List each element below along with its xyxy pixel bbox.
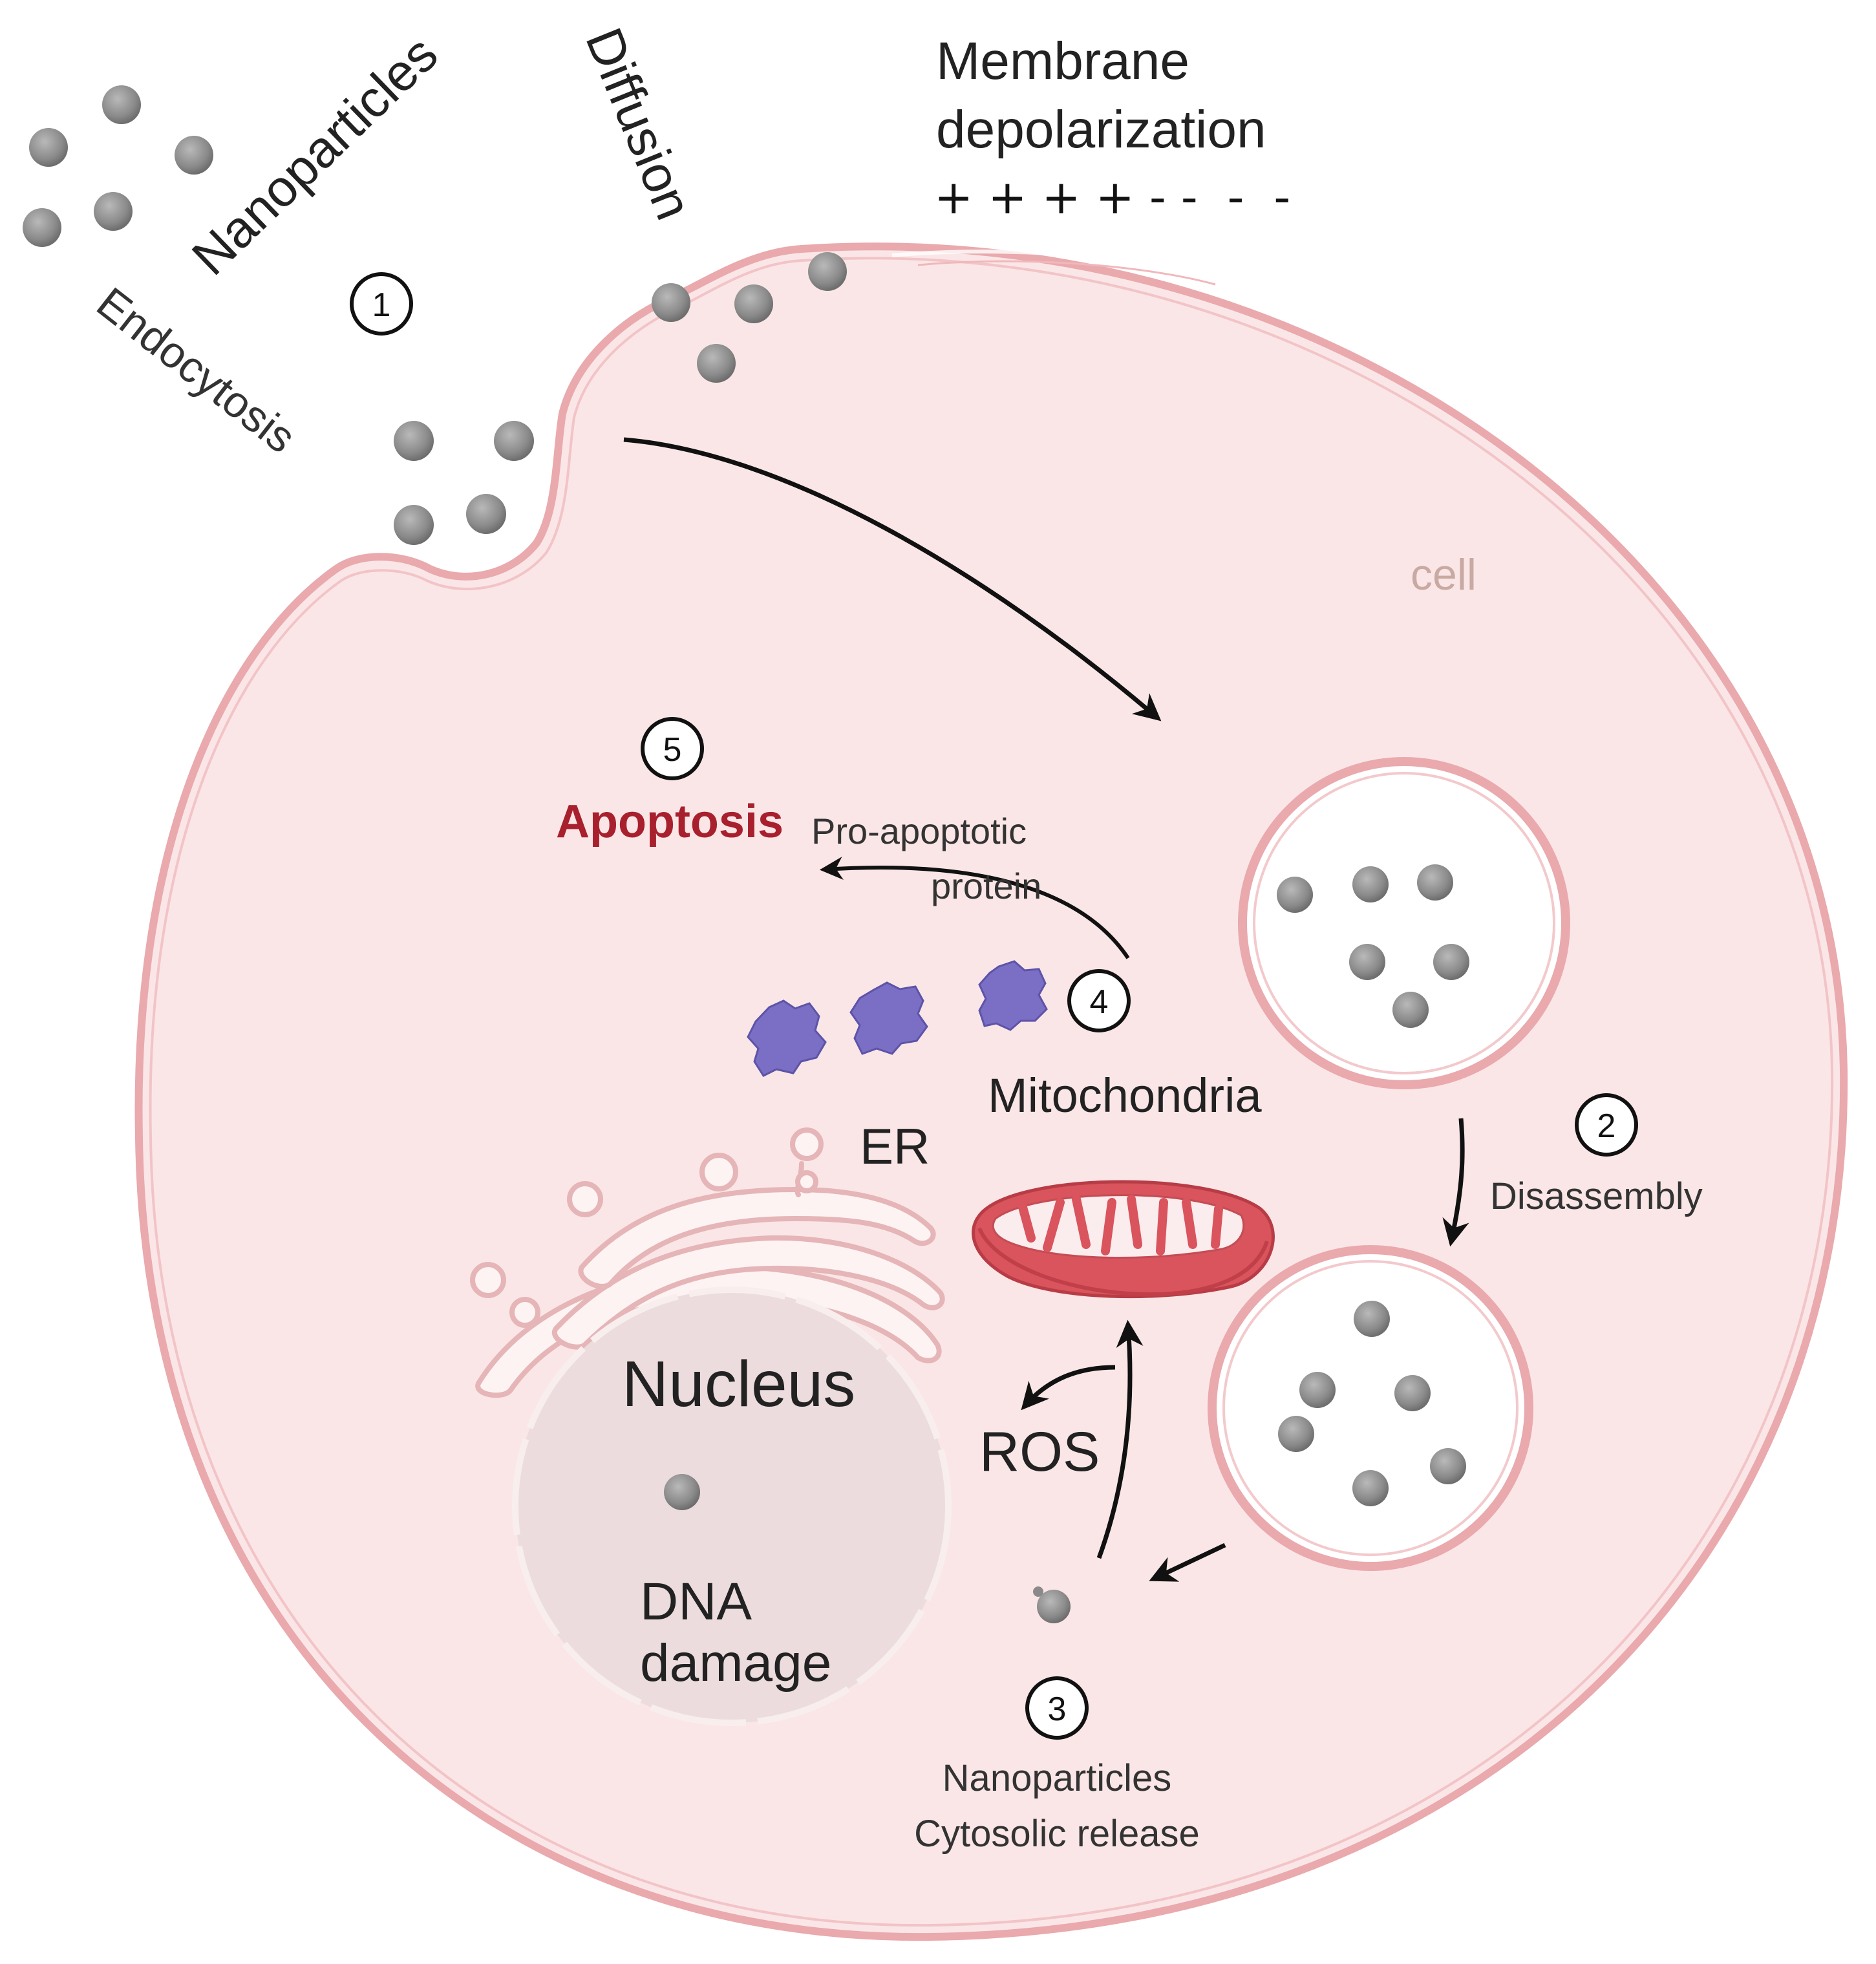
apoptosis-arrow <box>819 857 1130 959</box>
step-1-circle <box>350 272 413 336</box>
membrane-label-line1: Membrane <box>936 32 1189 91</box>
ros-label: ROS <box>979 1421 1100 1483</box>
mitochondria <box>972 1180 1275 1299</box>
dna-damage-label-line2: damage <box>640 1634 831 1692</box>
endoplasmic-reticulum <box>470 1127 945 1398</box>
step-5-number: 5 <box>663 731 682 769</box>
depolarized-membrane <box>891 250 1229 280</box>
release-label-line2: Cytosolic release <box>914 1813 1200 1855</box>
nucleus <box>512 1286 952 1726</box>
step-5-circle <box>641 717 704 780</box>
cell-membrane-inner <box>149 257 1834 1927</box>
step-markers <box>350 272 1638 1740</box>
membrane-charges: + + + + - - - - <box>934 170 1290 224</box>
step-1-number: 1 <box>372 286 391 324</box>
cell-label: cell <box>1411 550 1476 599</box>
er-label: ER <box>860 1118 930 1175</box>
mitochondria-arrow <box>1096 1319 1144 1559</box>
apoptosis-label: Apoptosis <box>556 796 783 848</box>
mitochondria-label: Mitochondria <box>988 1069 1263 1122</box>
pro-apoptotic-proteins <box>747 960 1048 1077</box>
vesicle-upper <box>1238 757 1570 1089</box>
disassembly-arrow <box>1442 1118 1469 1247</box>
step-4-circle <box>1067 969 1131 1032</box>
nucleus-label: Nucleus <box>622 1348 855 1420</box>
pro-apoptotic-label-line1: Pro-apoptotic <box>811 811 1027 851</box>
nanoparticles-outside <box>23 85 213 247</box>
step-3-number: 3 <box>1048 1691 1067 1728</box>
uptake-arrow <box>623 437 1162 721</box>
step-4-number: 4 <box>1090 983 1109 1021</box>
nanoparticles-label: Nanoparticles <box>181 25 449 286</box>
dna-damage-label-line1: DNA <box>640 1572 752 1631</box>
step-2-circle <box>1575 1093 1638 1157</box>
membrane-label-line2: depolarization <box>936 100 1266 159</box>
release-label-line1: Nanoparticles <box>943 1757 1172 1799</box>
ros-arrow <box>1021 1365 1116 1411</box>
vesicle-lower <box>1208 1245 1533 1571</box>
diffusion-label: Diffusion <box>575 20 703 228</box>
nanoparticles-diffusion <box>652 252 847 383</box>
nanoparticles-endocytosis <box>394 421 534 545</box>
disassembly-label: Disassembly <box>1490 1175 1703 1217</box>
pro-apoptotic-label-line2: protein <box>931 866 1041 906</box>
step-3-circle <box>1025 1676 1089 1740</box>
release-arrow <box>1149 1542 1226 1582</box>
step-2-number: 2 <box>1597 1107 1616 1145</box>
released-nanoparticle <box>1033 1586 1071 1623</box>
endocytosis-label: Endocytosis <box>88 278 305 463</box>
